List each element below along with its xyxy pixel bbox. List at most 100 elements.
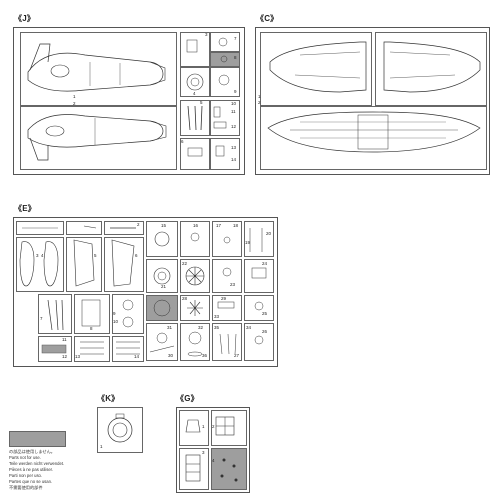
sprue-e-cell-25 [244, 295, 274, 321]
sprue-e-part-11: 11 [62, 337, 67, 342]
sprue-g-part-2: 2 [212, 424, 215, 429]
sprue-j-part-7: 7 [234, 36, 237, 41]
unused-parts-swatch [9, 431, 66, 447]
sprue-e-part-3: 3 [36, 253, 39, 258]
sprue-e-part-15: 15 [161, 223, 167, 228]
sprue-e-frame [13, 217, 278, 367]
sprue-e-part-6: 6 [135, 253, 138, 258]
sprue-c-label: 《C》 [256, 14, 279, 23]
sprue-e-part-4: 4 [41, 253, 44, 258]
sprue-e-part-21: 21 [161, 284, 167, 289]
note-line-ja: の部品は使用しません。 [9, 449, 55, 454]
sprue-e-part-32: 32 [198, 325, 204, 330]
sprue-j-part-9: 9 [234, 89, 237, 94]
sprue-j-part-11: 11 [231, 109, 236, 114]
sprue-e-part-13: 13 [75, 354, 81, 359]
sprue-e-part-5: 5 [94, 253, 97, 258]
sprue-e-cell-21 [146, 259, 178, 293]
sprue-e-cell-30 [146, 323, 178, 361]
sprue-g-label: 《G》 [176, 394, 199, 403]
sprue-e-part-8: 8 [90, 326, 93, 331]
sprue-k-part-1: 1 [100, 444, 103, 449]
note-line-zh: 不需要使用的部件 [9, 485, 43, 490]
sprue-g-part-4: 4 [212, 458, 215, 463]
sprue-e-cell-28 [180, 295, 210, 321]
sprue-j-part-2: 2 [73, 101, 76, 106]
sprue-e-cell-19 [244, 221, 274, 257]
sprue-j-part-8: 8 [234, 55, 237, 60]
sprue-e-part-26: 26 [262, 329, 268, 334]
sprue-j-cell-7 [210, 32, 240, 52]
sprue-j-cell-9 [210, 67, 240, 97]
sprue-e-part-14: 14 [134, 354, 140, 359]
sprue-e-cell-16 [180, 221, 210, 257]
sprue-c-part-1: 1 [258, 94, 261, 99]
sprue-e-part-28: 28 [182, 296, 188, 301]
sprue-e-part-9: 9 [113, 311, 116, 316]
sprue-j-part-5: 5 [200, 100, 203, 105]
sprue-j-cell-8 [210, 52, 240, 67]
sprue-e-cell-14 [112, 336, 144, 362]
sprue-g-cell-1 [179, 410, 209, 446]
sprue-j-part-6: 6 [181, 139, 184, 144]
sprue-g-part-3: 3 [202, 450, 205, 455]
sprue-e-cell-24 [244, 259, 274, 293]
sprue-c-wing-upper-left [260, 32, 372, 106]
sprue-e-part-24: 24 [262, 261, 268, 266]
sprue-e-part-23: 23 [230, 282, 236, 287]
sprue-e-cell-8 [74, 294, 110, 334]
sprue-j-cell-4 [180, 67, 210, 97]
sprue-e-part-12: 12 [62, 354, 68, 359]
sprue-e-cell-5 [66, 237, 102, 292]
sprue-j-label: 《J》 [14, 14, 36, 23]
sprue-e-cell-32 [180, 323, 210, 361]
sprue-j-part-3: 3 [205, 32, 208, 37]
sprue-j-cell-10 [210, 100, 240, 136]
sprue-j-cell-3 [180, 32, 210, 67]
sprue-g-frame [176, 407, 250, 493]
sprue-j-frame [13, 27, 245, 175]
sprue-e-part-27: 27 [234, 353, 240, 358]
sprue-c-wing-upper-right [375, 32, 487, 106]
sprue-e-cell-13 [74, 336, 110, 362]
sprue-e-cell-6 [104, 237, 144, 292]
note-line-es: Partes que no se usan. [9, 479, 53, 484]
sprue-j-fuselage-right [20, 106, 177, 170]
sprue-c-part-2: 2 [258, 100, 261, 105]
sprue-e-part-22: 22 [182, 261, 188, 266]
sprue-e-cell-17 [212, 221, 242, 257]
sprue-e-cell-29 [212, 295, 242, 321]
sprue-e-part-36: 36 [202, 353, 208, 358]
note-line-de: Teile werden nicht verwendet. [9, 461, 65, 466]
sprue-e-part-10: 10 [113, 319, 119, 324]
sprue-e-part-18: 18 [233, 223, 239, 228]
sprue-e-label: 《E》 [14, 204, 36, 213]
sprue-e-cell-9 [112, 294, 144, 334]
sprue-k-frame [97, 407, 143, 453]
sprue-g-part-1: 1 [202, 424, 205, 429]
sprue-e-part-25: 25 [262, 311, 268, 316]
sprue-e-cell-35 [212, 323, 242, 361]
sprue-j-cell-13 [210, 138, 240, 170]
sprue-j-part-13: 13 [231, 145, 237, 150]
sprue-e-cell-26 [244, 323, 274, 361]
sprue-e-cell-7 [38, 294, 72, 334]
sprue-e-part-20: 20 [266, 231, 272, 236]
note-line-it: Parti non per uso. [9, 473, 43, 478]
sprue-g-cell-4 [211, 448, 247, 490]
sprue-j-part-14: 14 [231, 157, 237, 162]
sprue-e-part-35: 35 [214, 325, 220, 330]
sprue-c-frame [255, 27, 490, 175]
sprue-j-cell-6 [180, 138, 210, 170]
sprue-e-part-19: 19 [245, 240, 251, 245]
note-line-fr: Pièces à ne pas utiliser. [9, 467, 53, 472]
sprue-k-label: 《K》 [97, 394, 120, 403]
sprue-j-part-10: 10 [231, 101, 237, 106]
sprue-j-part-4: 4 [193, 91, 196, 96]
